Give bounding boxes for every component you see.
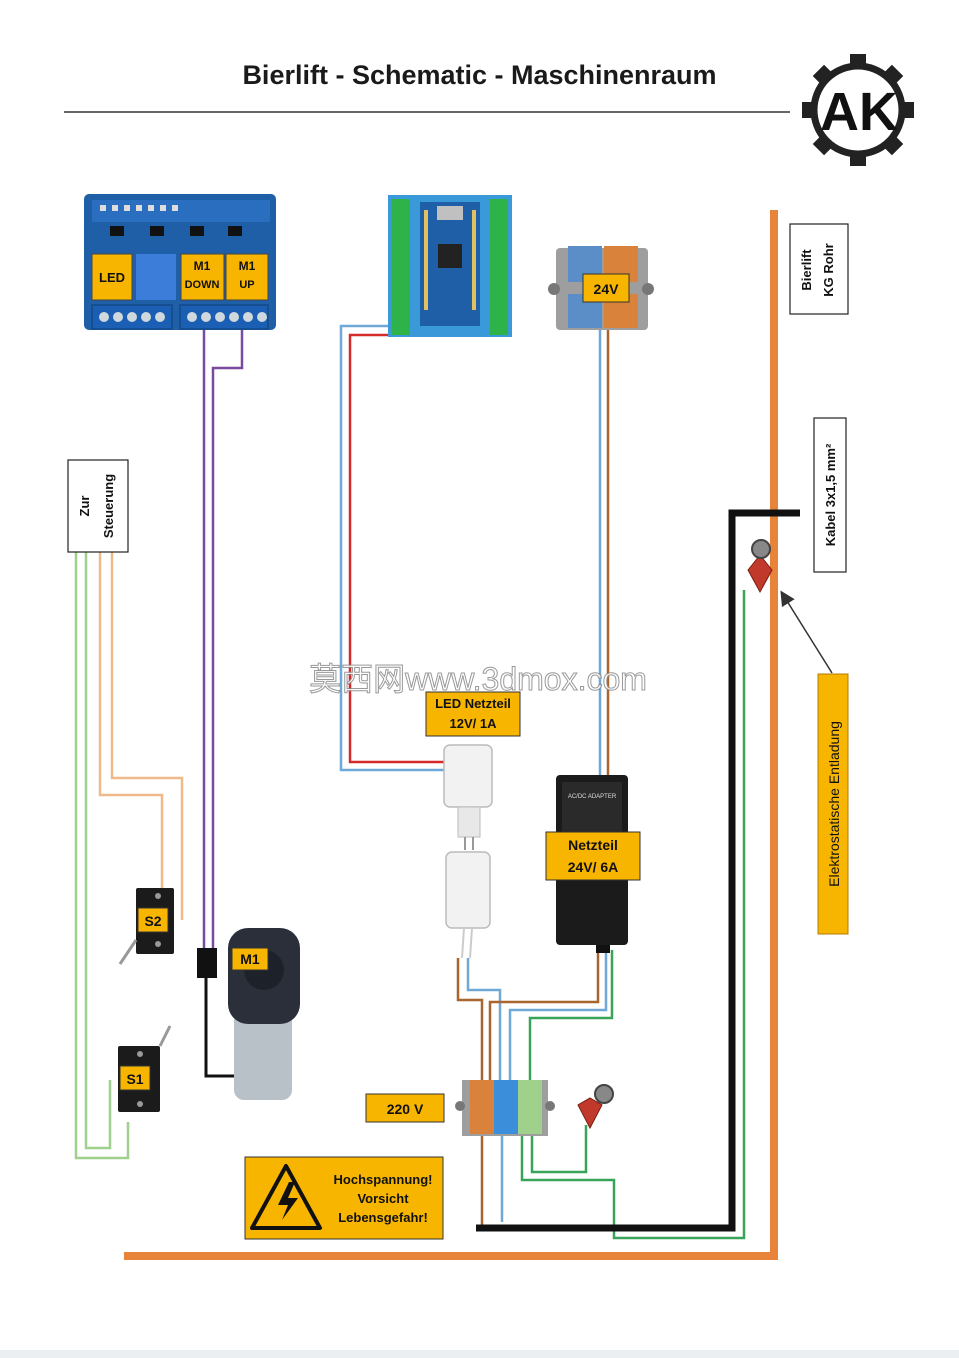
netzteil-24v: AC/DC ADAPTER Netzteil 24V/ 6A	[545, 775, 641, 953]
warning-label-3: Lebensgefahr!	[338, 1210, 428, 1225]
switch-s1: S1	[118, 1025, 172, 1112]
netzteil-label-1: Netzteil	[568, 837, 618, 853]
wire-orange-s2-a	[98, 552, 164, 893]
relay-label-m1-down: M1	[194, 259, 211, 273]
bierlift-label: Bierlift	[799, 249, 814, 291]
wire-brown-plug	[456, 958, 484, 1090]
wire-green-lug	[530, 1125, 588, 1174]
v220-label: 220 V	[387, 1101, 424, 1117]
m1-motor-label: M1	[240, 951, 260, 967]
relay-label-led: LED	[99, 270, 125, 285]
terminal-24v-label: 24V	[594, 281, 620, 297]
warning-label-1: Hochspannung!	[334, 1172, 433, 1187]
kabel-box: Kabel 3x1,5 mm²	[813, 417, 847, 573]
steuerung-label: Steuerung	[101, 474, 116, 538]
wire-purple-b	[211, 322, 244, 950]
switch-s2: S2	[118, 888, 174, 965]
wire-green-s1-a	[74, 552, 130, 1160]
high-voltage-icon	[250, 1164, 322, 1230]
esd-arrow	[780, 590, 833, 674]
watermark: 莫西网www.3dmox.com	[309, 661, 647, 697]
relay-label-down: DOWN	[185, 279, 220, 291]
netzteil-label-2: 24V/ 6A	[568, 859, 619, 875]
ring-lug-upper	[747, 539, 773, 594]
wire-blue-plug	[466, 958, 502, 1090]
logo-text: AK	[820, 82, 898, 142]
relay-label-m1-up: M1	[239, 259, 256, 273]
kg-rohr-label: KG Rohr	[821, 243, 836, 296]
v220-label-box: 220 V	[365, 1093, 445, 1123]
wire-blue-netz	[508, 950, 608, 1090]
wire-blue-led	[339, 324, 450, 772]
wire-green-long	[520, 590, 746, 1240]
ak-logo: AK	[802, 54, 914, 166]
wire-brown-netz	[488, 950, 600, 1090]
esd-label-box: Elektrostatische Entladung	[817, 673, 849, 935]
bottom-band	[0, 1350, 959, 1358]
zur-steuerung-box: Zur Steuerung	[67, 459, 129, 553]
arduino-board	[388, 195, 512, 337]
warning-label-2: Vorsicht	[357, 1191, 409, 1206]
cable-black	[476, 509, 800, 1232]
s1-label: S1	[126, 1071, 143, 1087]
orange-pipe	[124, 210, 778, 1260]
bierlift-box: Bierlift KG Rohr	[789, 223, 849, 315]
led-netzteil-label-2: 12V/ 1A	[450, 716, 498, 731]
wire-orange-s2-b	[110, 552, 184, 920]
wire-green-s1-b	[84, 552, 112, 1150]
kabel-label: Kabel 3x1,5 mm²	[823, 443, 838, 546]
wire-green-netz	[528, 950, 614, 1090]
adapter-label: AC/DC ADAPTER	[568, 794, 617, 800]
led-netzteil-label-1: LED Netzteil	[435, 696, 511, 711]
gear-icon	[802, 54, 914, 166]
ring-lug-lower	[577, 1084, 614, 1130]
wire-red-led	[348, 333, 450, 764]
warning-sign: Hochspannung! Vorsicht Lebensgefahr!	[244, 1156, 444, 1240]
zur-label: Zur	[77, 496, 92, 517]
esd-label: Elektrostatische Entladung	[826, 721, 842, 887]
relay-terminal-block	[91, 304, 269, 330]
motor-m1: M1	[197, 928, 300, 1100]
relay-board: LED M1 DOWN M1 UP	[84, 194, 276, 330]
terminal-24v: 24V	[548, 246, 654, 330]
terminal-220v	[455, 1080, 555, 1136]
s2-label: S2	[144, 913, 161, 929]
page-title: Bierlift - Schematic - Maschinenraum	[242, 60, 717, 90]
relay-label-up: UP	[239, 279, 254, 291]
led-power-plug	[443, 744, 493, 959]
led-netzteil-label: LED Netzteil 12V/ 1A	[425, 691, 521, 737]
